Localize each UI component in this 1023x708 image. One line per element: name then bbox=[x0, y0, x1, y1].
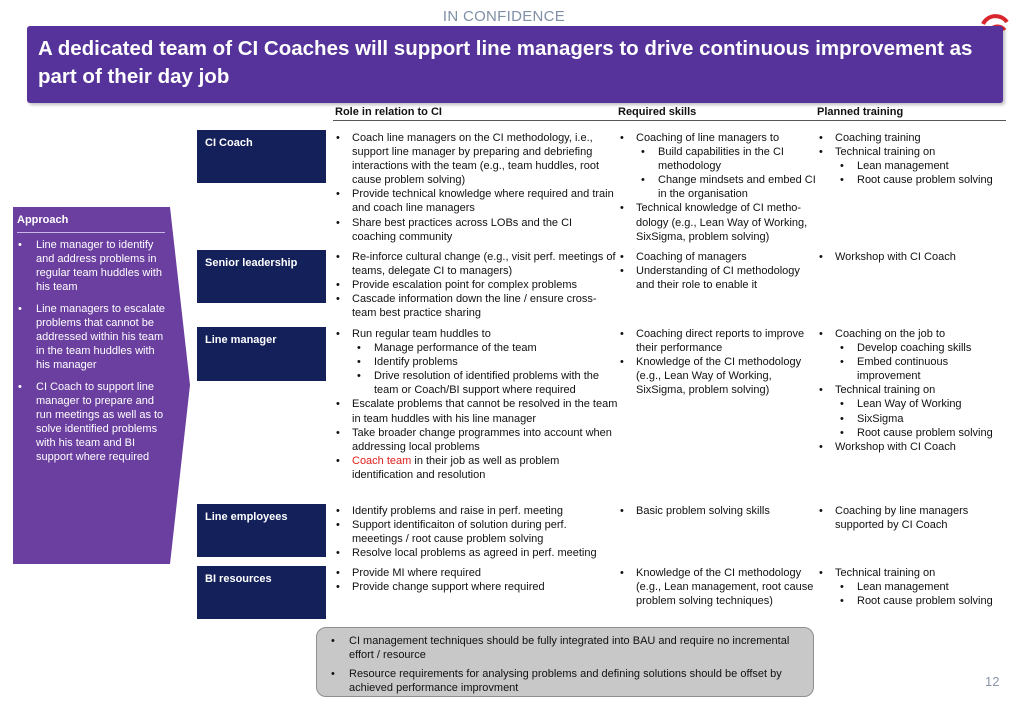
list-item: Coach line managers on the CI methodolog… bbox=[333, 131, 618, 187]
list-subitem: Lean Way of Working bbox=[816, 397, 1012, 411]
line-employees-training: Coaching by line managers supported by C… bbox=[816, 504, 1012, 532]
list-subitem: Embed continuous improvement bbox=[816, 355, 1012, 383]
approach-list: Line manager to identify and address pro… bbox=[16, 238, 168, 472]
list-item: Take broader change programmes into acco… bbox=[333, 426, 618, 454]
line-manager-skills: Coaching direct reports to improve their… bbox=[617, 327, 819, 397]
bi-role: Provide MI where required Provide change… bbox=[333, 566, 618, 594]
approach-item: Line manager to identify and address pro… bbox=[16, 238, 168, 294]
senior-training: Workshop with CI Coach bbox=[816, 250, 1012, 264]
list-item: Technical training on bbox=[816, 566, 1012, 580]
approach-divider bbox=[17, 232, 165, 233]
list-item: Technical knowledge of CI metho-dology (… bbox=[617, 201, 819, 243]
list-subitem: Root cause problem solving bbox=[816, 426, 1012, 440]
list-subitem: Root cause problem solving bbox=[816, 173, 1012, 187]
approach-item: Line managers to escalate problems that … bbox=[16, 302, 168, 372]
list-item: Coaching of line managers to bbox=[617, 131, 819, 145]
list-subitem: Drive resolution of identified problems … bbox=[333, 369, 618, 397]
ci-coach-training: Coaching training Technical training on … bbox=[816, 131, 1012, 187]
line-manager-training: Coaching on the job to Develop coaching … bbox=[816, 327, 1012, 454]
note-item: CI management techniques should be fully… bbox=[329, 634, 799, 662]
row-label-ci-coach: CI Coach bbox=[197, 130, 326, 183]
ci-coach-role: Coach line managers on the CI methodolog… bbox=[333, 131, 618, 244]
list-subitem: SixSigma bbox=[816, 412, 1012, 426]
list-item: Cascade information down the line / ensu… bbox=[333, 292, 618, 320]
list-subitem: Root cause problem solving bbox=[816, 594, 1012, 608]
list-item: Technical training on bbox=[816, 383, 1012, 397]
notes-box: CI management techniques should be fully… bbox=[316, 627, 814, 697]
title-banner: A dedicated team of CI Coaches will supp… bbox=[27, 26, 1003, 103]
list-item: Coach team in their job as well as probl… bbox=[333, 454, 618, 482]
list-subitem: Build capabilities in the CI methodology bbox=[617, 145, 819, 173]
list-item: Support identificaiton of solution durin… bbox=[333, 518, 618, 546]
ci-coach-skills: Coaching of line managers to Build capab… bbox=[617, 131, 819, 244]
list-item: Run regular team huddles to bbox=[333, 327, 618, 341]
list-item-text: in their job as well as problem identifi… bbox=[352, 454, 560, 481]
list-item: Knowledge of the CI methodology (e.g., L… bbox=[617, 355, 819, 397]
list-item: Provide change support where required bbox=[333, 580, 618, 594]
senior-skills: Coaching of managers Understanding of CI… bbox=[617, 250, 819, 292]
list-item: Coaching by line managers supported by C… bbox=[816, 504, 1012, 532]
header-divider bbox=[333, 120, 1006, 121]
line-employees-role: Identify problems and raise in perf. mee… bbox=[333, 504, 618, 560]
list-item: Escalate problems that cannot be resolve… bbox=[333, 397, 618, 425]
list-item: Basic problem solving skills bbox=[617, 504, 819, 518]
bi-skills: Knowledge of the CI methodology (e.g., L… bbox=[617, 566, 819, 608]
list-item: Share best practices across LOBs and the… bbox=[333, 216, 618, 244]
list-item: Provide escalation point for complex pro… bbox=[333, 278, 618, 292]
approach-item: CI Coach to support line manager to prep… bbox=[16, 380, 168, 464]
list-item: Identify problems and raise in perf. mee… bbox=[333, 504, 618, 518]
list-subitem: Change mindsets and embed CI in the orga… bbox=[617, 173, 819, 201]
approach-title: Approach bbox=[17, 214, 69, 226]
approach-panel: Approach Line manager to identify and ad… bbox=[13, 207, 190, 564]
highlight-text: Coach team bbox=[352, 454, 412, 467]
confidentiality-label: IN CONFIDENCE bbox=[442, 8, 566, 25]
list-item: Provide MI where required bbox=[333, 566, 618, 580]
row-label-line-manager: Line manager bbox=[197, 327, 326, 381]
list-item: Coaching on the job to bbox=[816, 327, 1012, 341]
list-item: Workshop with CI Coach bbox=[816, 250, 1012, 264]
column-header-skills: Required skills bbox=[618, 106, 697, 118]
list-subitem: Develop coaching skills bbox=[816, 341, 1012, 355]
list-subitem: Lean management bbox=[816, 580, 1012, 594]
list-item: Resolve local problems as agreed in perf… bbox=[333, 546, 618, 560]
row-label-bi-resources: BI resources bbox=[197, 566, 326, 619]
list-item: Re-inforce cultural change (e.g., visit … bbox=[333, 250, 618, 278]
list-item: Technical training on bbox=[816, 145, 1012, 159]
list-item: Knowledge of the CI methodology (e.g., L… bbox=[617, 566, 819, 608]
note-item: Resource requirements for analysing prob… bbox=[329, 667, 799, 695]
line-manager-role: Run regular team huddles to Manage perfo… bbox=[333, 327, 618, 482]
bi-training: Technical training on Lean management Ro… bbox=[816, 566, 1012, 608]
column-header-role: Role in relation to CI bbox=[335, 106, 442, 118]
senior-role: Re-inforce cultural change (e.g., visit … bbox=[333, 250, 618, 320]
slide-title: A dedicated team of CI Coaches will supp… bbox=[38, 37, 973, 88]
list-subitem: Lean management bbox=[816, 159, 1012, 173]
page-number: 12 bbox=[985, 674, 1000, 689]
line-employees-skills: Basic problem solving skills bbox=[617, 504, 819, 518]
list-item: Coaching training bbox=[816, 131, 1012, 145]
list-item: Coaching of managers bbox=[617, 250, 819, 264]
column-header-training: Planned training bbox=[817, 106, 904, 118]
list-item: Coaching direct reports to improve their… bbox=[617, 327, 819, 355]
row-label-line-employees: Line employees bbox=[197, 504, 326, 557]
list-subitem: Identify problems bbox=[333, 355, 618, 369]
list-item: Understanding of CI methodology and thei… bbox=[617, 264, 819, 292]
row-label-senior-leadership: Senior leadership bbox=[197, 250, 326, 303]
list-item: Workshop with CI Coach bbox=[816, 440, 1012, 454]
list-subitem: Manage performance of the team bbox=[333, 341, 618, 355]
list-item: Provide technical knowledge where requir… bbox=[333, 187, 618, 215]
